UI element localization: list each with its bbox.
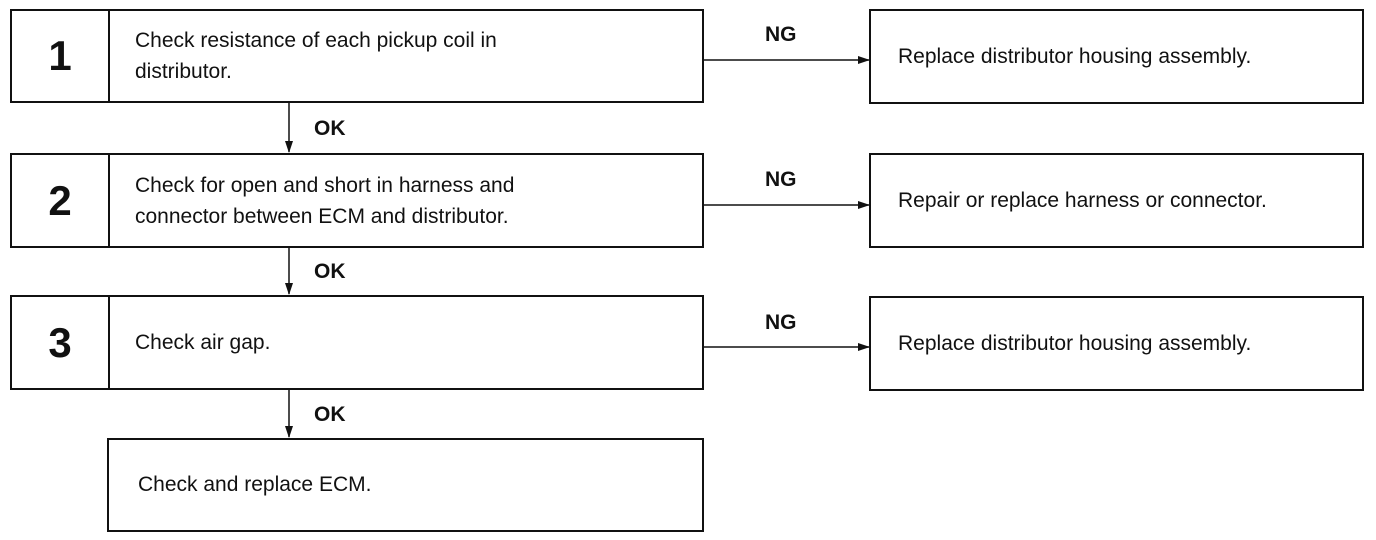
ok-label-1: OK: [314, 117, 346, 140]
step-3-box: 3 Check air gap.: [10, 295, 704, 390]
step-3-text-line1: Check air gap.: [135, 331, 271, 354]
step-2-text-line2: connector between ECM and distributor.: [135, 204, 509, 228]
ng-result-2: Repair or replace harness or connector.: [869, 153, 1364, 248]
step-3-number: 3: [12, 297, 110, 388]
step-1-text: Check resistance of each pickup coil in …: [110, 11, 517, 101]
step-1-number: 1: [12, 11, 110, 101]
step-2-number: 2: [12, 155, 110, 246]
step-2-box: 2 Check for open and short in harness an…: [10, 153, 704, 248]
ok-label-2: OK: [314, 260, 346, 283]
step-1-box: 1 Check resistance of each pickup coil i…: [10, 9, 704, 103]
final-step-box: Check and replace ECM.: [107, 438, 704, 532]
step-1-text-line1: Check resistance of each pickup coil in: [135, 29, 497, 52]
step-2-text: Check for open and short in harness and …: [110, 155, 534, 246]
step-3-text: Check air gap.: [110, 297, 290, 388]
ng-label-1: NG: [765, 23, 797, 46]
step-2-text-line1: Check for open and short in harness and: [135, 173, 515, 197]
ok-label-3: OK: [314, 403, 346, 426]
ng-label-3: NG: [765, 311, 797, 334]
ng-result-1: Replace distributor housing assembly.: [869, 9, 1364, 104]
step-1-text-line2: distributor.: [135, 60, 232, 83]
ng-result-3: Replace distributor housing assembly.: [869, 296, 1364, 391]
ng-label-2: NG: [765, 168, 797, 191]
